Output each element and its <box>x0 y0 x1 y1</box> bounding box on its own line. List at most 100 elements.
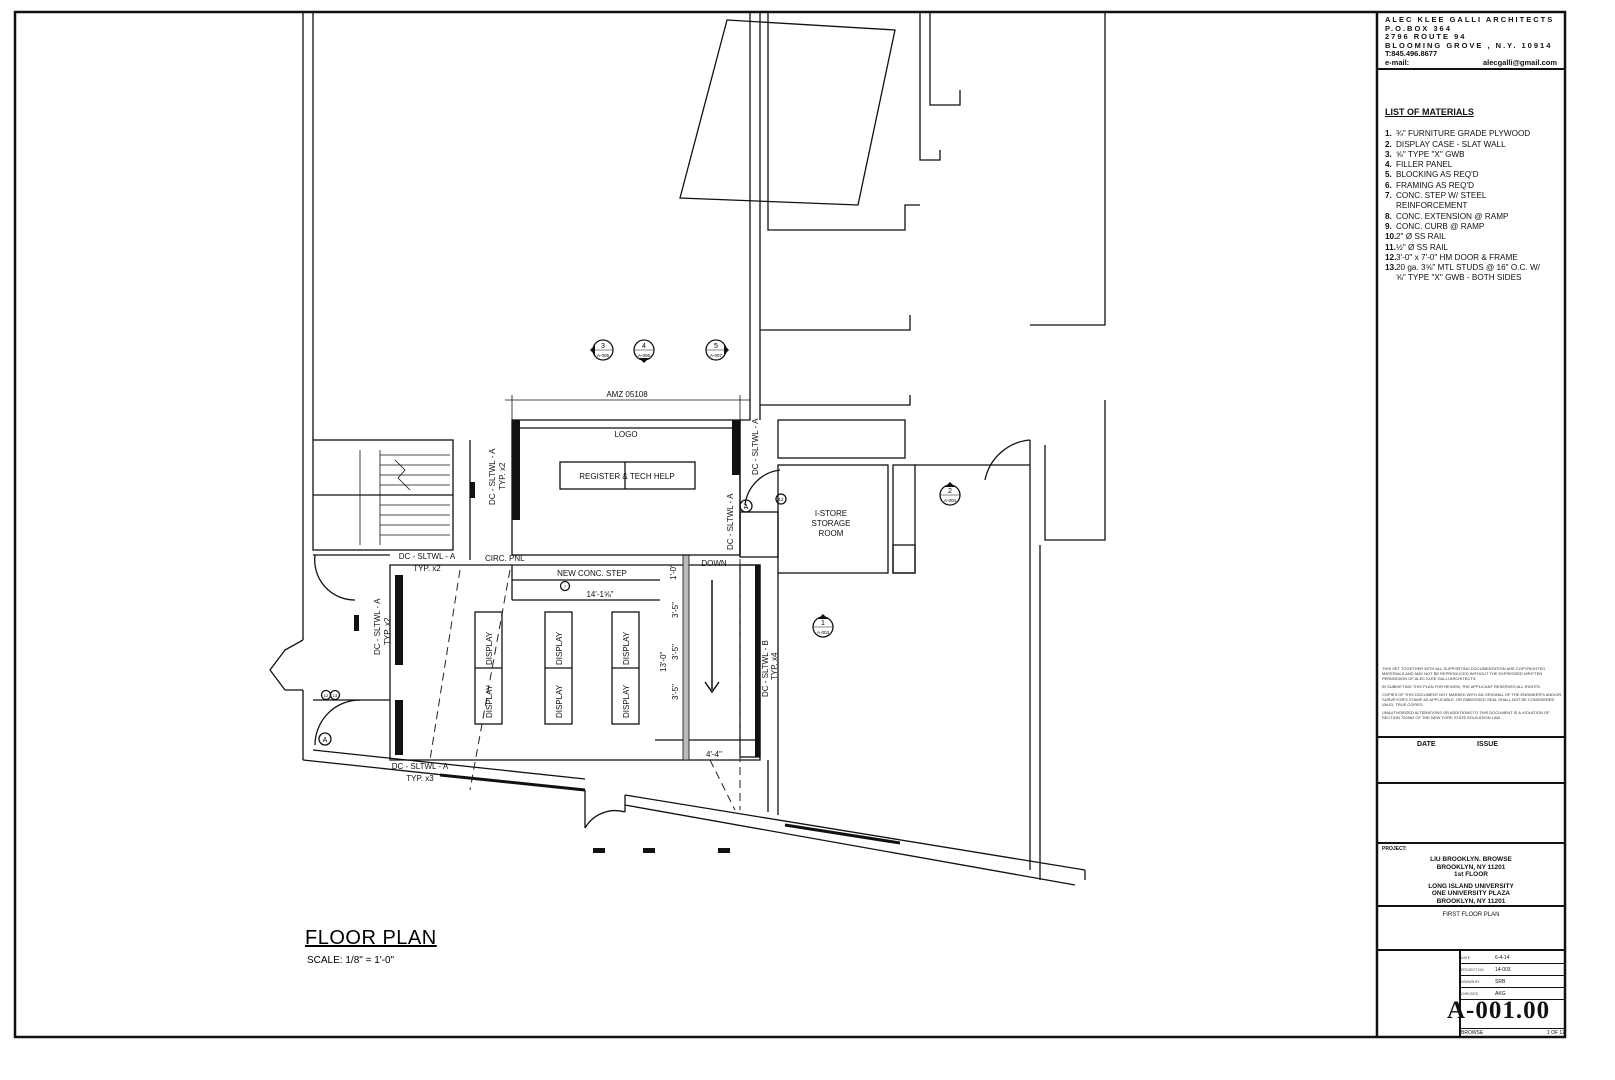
svg-text:A: A <box>323 737 328 744</box>
material-item: 7.CONC. STEP W/ STEEL REINFORCEMENT <box>1385 191 1546 212</box>
divider <box>1377 782 1565 784</box>
meta-key: DATE <box>1461 955 1471 960</box>
display-label: DISPLAY <box>485 684 494 718</box>
case-typ: TYP. x4 <box>770 652 779 680</box>
meta-date: 6-4-14 <box>1495 954 1510 961</box>
material-text: CONC. EXTENSION @ RAMP <box>1396 211 1509 221</box>
case-label: DC - SLTWL - A <box>373 598 382 655</box>
title-block: ALEC KLEE GALLI ARCHITECTS P.O.BOX 364 2… <box>1377 12 1565 1037</box>
display-label: DISPLAY <box>622 631 631 665</box>
case-typ: TYP. x2 <box>498 462 507 490</box>
section-callouts: 3A-005 4A-006 5A-007 2A-004 1A-003 A A 1… <box>318 339 961 746</box>
drawing-scale: SCALE: 1/8" = 1'-0" <box>307 955 395 966</box>
sheet-footer: BROWSE 1 OF 12 <box>1461 1028 1565 1036</box>
meta-key: DRAWN BY <box>1461 979 1480 984</box>
material-text: BLOCKING AS REQ'D <box>1396 170 1479 180</box>
footer-count: 1 OF 12 <box>1546 1030 1565 1036</box>
firm-pobox: P.O.BOX 364 <box>1385 23 1452 33</box>
sheet-border <box>13 10 1567 1039</box>
materials-list: LIST OF MATERIALS 1.¾" FURNITURE GRADE P… <box>1385 107 1546 284</box>
material-text: CONC. CURB @ RAMP <box>1396 221 1485 231</box>
materials-items: 1. ¾" FURNITURE GRADE PLYWOOD 2. DISPLAY CA… <box>1385 129 1546 283</box>
material-text: 3'-0" x 7'-0" HM DOOR & FRAME <box>1396 252 1518 262</box>
material-text: ⅝" TYPE "X" GWB <box>1396 149 1465 159</box>
keynote-12: 12 <box>320 689 332 701</box>
svg-text:A-004: A-004 <box>944 498 957 503</box>
case-label: DC - SLTWL - B <box>761 640 770 697</box>
note: IN SUBMITTING THIS PLAN FOR REVIEW, THE … <box>1382 684 1541 689</box>
material-text: ¾" FURNITURE GRADE PLYWOOD <box>1396 129 1531 139</box>
material-item: 13.20 ga. 3⅝" MTL STUDS @ 16" O.C. W/ ⅝"… <box>1385 263 1546 284</box>
svg-text:12: 12 <box>324 693 329 698</box>
svg-text:4: 4 <box>642 343 646 350</box>
building-walls <box>269 12 1106 886</box>
keynote-7: 7 <box>559 580 571 592</box>
firm-name: ALEC KLEE GALLI ARCHITECTS <box>1385 15 1555 24</box>
divider <box>1377 949 1565 951</box>
callout-5: 5A-007 <box>705 339 729 361</box>
material-number: 10. <box>1385 232 1397 242</box>
dimension: 3'-5" <box>671 644 680 660</box>
divider <box>1459 949 1461 1037</box>
firm-city: BLOOMING GROVE , N.Y. 10914 <box>1385 40 1553 50</box>
material-text: 20 ga. 3⅝" MTL STUDS @ 16" O.C. W/ ⅝" TY… <box>1396 263 1540 283</box>
display-label: DISPLAY <box>555 631 564 665</box>
material-item: 8. CONC. EXTENSION @ RAMP <box>1385 212 1546 222</box>
material-item: 5.BLOCKING AS REQ'D <box>1385 170 1546 180</box>
dimension: 3'-5" <box>671 684 680 700</box>
callout-2: 2A-004 <box>939 482 961 506</box>
meta-row: DRAWN BY SRB <box>1461 976 1565 988</box>
material-number: 4. <box>1385 160 1392 170</box>
sheet-title: FIRST FLOOR PLAN <box>1442 912 1500 918</box>
display-label: DISPLAY <box>555 684 564 718</box>
project-info: LIU BROOKLYN. BROWSE BROOKLYN, NY 11201 … <box>1377 848 1565 905</box>
svg-text:13: 13 <box>333 693 338 698</box>
case-label: DC - SLTWL - A <box>726 493 735 550</box>
date-header: DATE <box>1417 741 1436 748</box>
divider <box>1377 736 1565 738</box>
case-typ: TYP. x2 <box>383 617 392 645</box>
project-label: PROJECT: <box>1382 846 1407 852</box>
case-typ: TYP. x2 <box>413 564 441 573</box>
divider <box>1377 68 1565 70</box>
material-number: 3. <box>1385 149 1392 159</box>
case-label: DC - SLTWL - A <box>399 552 456 561</box>
material-item: 2. DISPLAY CASE - SLAT WALL <box>1385 140 1546 150</box>
material-text: ½" Ø SS RAIL <box>1396 242 1449 252</box>
material-text: DISPLAY CASE - SLAT WALL <box>1396 139 1506 149</box>
note: THIS SET TOGETHER WITH ALL SUPPORTING DO… <box>1382 666 1546 681</box>
divider <box>1377 842 1565 844</box>
meta-key: PROJECT NO. <box>1461 967 1485 972</box>
material-number: 8. <box>1385 211 1392 221</box>
svg-text:5: 5 <box>714 343 718 350</box>
dimension: 14'-1⅝" <box>586 590 613 599</box>
email-row: e-mail:alecgalli@gmail.com <box>1385 58 1557 68</box>
material-number: 2. <box>1385 139 1392 149</box>
project-line: ONE UNIVERSITY PLAZA <box>1431 890 1511 897</box>
issue-header: ISSUE <box>1477 741 1499 748</box>
step-label: NEW CONC. STEP <box>557 569 627 578</box>
plan-labels: AMZ 05108 LOGO REGISTER & TECH HELP I-ST… <box>373 390 850 783</box>
divider <box>1377 905 1565 907</box>
door-tag: A <box>739 499 753 513</box>
meta-row: PROJECT NO.14-003 <box>1461 964 1565 976</box>
meta-drawn-by: SRB <box>1495 978 1506 985</box>
material-number: 1. <box>1385 129 1392 139</box>
sheet-meta: DATE 6-4-14 PROJECT NO.14-003 DRAWN BY SRB… <box>1461 952 1565 1000</box>
material-text: FRAMING AS REQ'D <box>1396 180 1474 190</box>
material-item: 1. ¾" FURNITURE GRADE PLYWOOD <box>1385 129 1546 139</box>
register-label: REGISTER & TECH HELP <box>579 472 674 481</box>
case-label: DC - SLTWL - A <box>488 448 497 505</box>
note: UNAUTHORIZED ALTERATIONS OR ADDITIONS TO… <box>1382 710 1550 720</box>
display-label: DISPLAY <box>622 684 631 718</box>
material-item: 11.½" Ø SS RAIL <box>1385 243 1546 253</box>
door-tag-2: A <box>318 732 332 746</box>
project-line: BROOKLYN, NY 11201 <box>1436 897 1506 905</box>
logo-label: LOGO <box>614 430 637 439</box>
material-text: 2" Ø SS RAIL <box>1396 232 1446 242</box>
meta-checked-by: AKG <box>1495 990 1506 997</box>
svg-text:A-005: A-005 <box>597 353 610 358</box>
material-item: 12.3'-0" x 7'-0" HM DOOR & FRAME <box>1385 253 1546 263</box>
footer-name: BROWSE <box>1461 1030 1484 1036</box>
